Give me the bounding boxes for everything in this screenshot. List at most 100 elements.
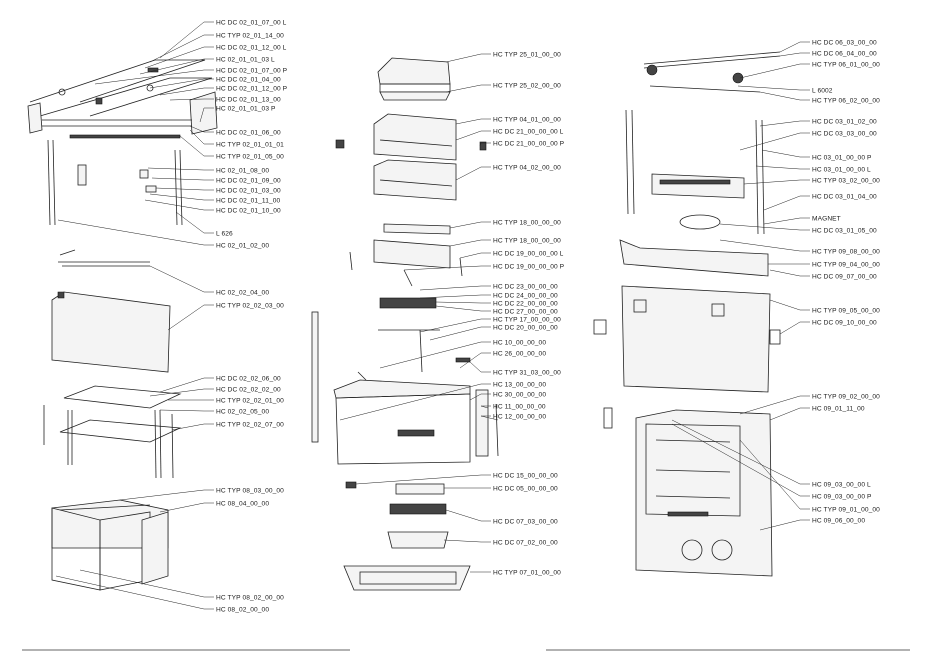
middle-leader-line [449,239,491,247]
right-part-label: HC TYP 09_08_00_00 [812,248,880,255]
middle-leader-line [469,361,491,373]
left-leader-line [151,177,214,181]
right-part-label: HC DC 03_01_05_00 [812,227,877,234]
left-leader-line [159,21,214,59]
middle-part-label: HC 11_00_00_00 [493,403,546,410]
left-part-label: HC 02_01_01_03 L [216,56,275,63]
middle-leader-line [480,415,499,421]
left-part-label: HC 02_01_08_00 [216,167,269,174]
left-leader-line [149,388,214,397]
left-part-label: HC TYP 02_01_05_00 [216,153,284,160]
left-leader-line [55,575,214,610]
right-leader-line [779,52,810,57]
right-leader-line [737,85,810,91]
left-leader-line [199,107,214,123]
grill-body [311,311,499,465]
lower-shelf-assembly [43,385,182,479]
right-part-label: HC TYP 09_02_00_00 [812,393,880,400]
left-part-label: HC DC 02_01_09_00 [216,177,281,184]
right-part-label: HC TYP 09_05_00_00 [812,307,880,314]
right-part-label: HC 09_03_00_00 L [812,481,871,488]
right-leader-line [763,217,810,225]
right-part-label: HC DC 09_10_00_00 [812,319,877,326]
left-part-label: HC 08_02_00_00 [216,606,269,613]
right-leader-line [671,419,810,485]
left-leader-line [167,304,214,331]
middle-leader-line [455,130,491,141]
left-part-label: HC 02_01_01_03 P [216,105,276,112]
right-leader-line [769,299,810,311]
middle-leader-line [455,118,491,125]
right-leader-line [761,149,810,158]
middle-leader-line [480,405,491,409]
side-shelf-frame-assembly [27,59,218,226]
middle-leader-line [459,352,491,369]
middle-part-label: HC TYP 25_02_00_00 [493,82,561,89]
left-part-label: HC DC 02_01_06_00 [216,129,281,136]
middle-part-label: HC DC 07_02_00_00 [493,539,558,546]
middle-part-label: HC DC 24_00_00_00 [493,292,558,299]
middle-part-label: HC DC 19_00_00_00 P [493,263,565,270]
middle-leader-line [419,318,491,333]
left-leader-line [149,265,214,293]
burner-tray-stack [343,481,471,591]
right-part-label: HC DC 06_04_00_00 [812,50,877,57]
right-leader-line [719,239,810,252]
right-leader-line [719,223,810,231]
middle-part-label: HC 10_00_00_00 [493,339,546,346]
left-part-label: HC DC 02_02_02_00 [216,386,281,393]
left-leader-line [119,489,214,501]
left-leader-line [79,569,214,598]
middle-part-label: HC TYP 04_02_00_00 [493,164,561,171]
middle-part-label: HC TYP 18_00_00_00 [493,237,561,244]
left-leader-line [149,78,214,89]
left-part-label: HC DC 02_01_11_00 [216,197,280,204]
leader-lines [55,21,810,610]
right-part-label: HC DC 09_07_00_00 [812,273,877,280]
right-leader-line [743,179,810,185]
middle-leader-line [419,285,491,291]
right-part-label: HC DC 06_03_00_00 [812,39,877,46]
middle-leader-line [355,474,491,485]
middle-leader-line [443,539,491,543]
right-leader-line [769,407,810,421]
middle-part-label: HC DC 05_00_00_00 [493,485,558,492]
left-part-label: HC DC 02_01_07_00 L [216,19,287,26]
right-part-label: MAGNET [812,215,841,222]
middle-part-label: HC DC 07_03_00_00 [493,518,558,525]
left-part-label: HC DC 02_01_12_00 L [216,44,287,51]
right-leader-line [779,321,810,335]
left-leader-line [139,58,214,75]
left-leader-line [171,423,214,431]
middle-part-label: HC DC 22_00_00_00 [493,300,558,307]
firebox-rails [349,223,463,373]
left-part-label: HC TYP 02_02_07_00 [216,421,284,428]
left-part-label: HC TYP 02_02_03_00 [216,302,284,309]
right-leader-line [769,269,810,277]
left-leader-line [179,135,214,157]
left-leader-line [159,377,214,393]
bottom-cabinet-panels [51,499,169,591]
middle-part-label: HC 30_00_00_00 [493,391,546,398]
left-leader-line [144,46,214,69]
middle-leader-line [479,142,491,147]
left-leader-line [189,129,214,145]
middle-leader-line [469,393,491,401]
middle-part-label: HC DC 27_00_00_00 [493,308,558,315]
warming-rack-top [377,57,451,101]
left-part-label: HC 02_02_05_00 [216,408,269,415]
left-leader-line [169,98,214,101]
right-leader-line [779,41,810,53]
right-part-label: HC 09_03_00_00 P [812,493,872,500]
lid-assembly [593,239,781,393]
right-leader-line [759,519,810,531]
right-part-label: L 6002 [812,87,833,94]
right-part-label: HC DC 03_01_02_00 [812,118,877,125]
middle-leader-line [445,84,491,93]
middle-leader-line [339,383,491,421]
middle-part-label: HC 12_00_00_00 [493,413,546,420]
middle-leader-line [435,305,491,312]
